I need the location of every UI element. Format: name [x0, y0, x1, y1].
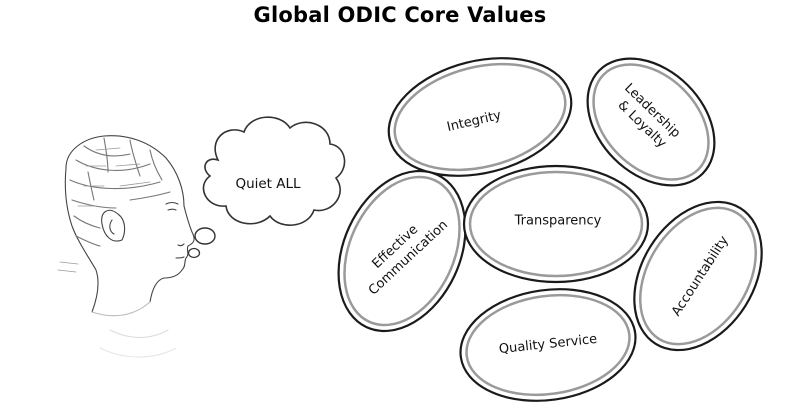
- value-leadership-loyalty: Leadership & Loyalty: [586, 57, 716, 187]
- value-quality-service: Quality Service: [459, 288, 637, 402]
- page-title: Global ODIC Core Values: [253, 3, 547, 27]
- value-integrity: Integrity: [387, 57, 573, 177]
- thought-bubble-label: Quiet ALL: [235, 176, 301, 192]
- value-label: Transparency: [514, 214, 602, 229]
- value-accountability: Accountability: [633, 200, 763, 352]
- value-transparency: Transparency: [462, 164, 650, 284]
- value-effective-communication: Effective Communication: [337, 169, 467, 333]
- value-ellipses: Integrity Leadership & Loyalty Effective…: [337, 57, 763, 402]
- phrenology-head-icon: [57, 135, 195, 358]
- thought-bubble: Quiet ALL: [187, 116, 346, 259]
